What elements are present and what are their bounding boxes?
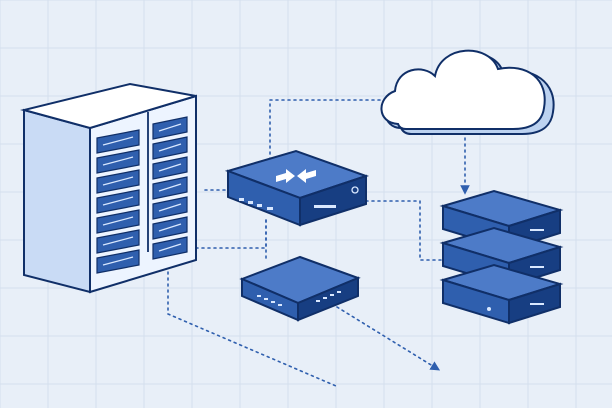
rack-drive-indicator xyxy=(158,243,182,252)
switch-to-bottom-link xyxy=(336,306,441,371)
rack-drive-indicator xyxy=(158,203,182,212)
connection-lines xyxy=(167,99,470,387)
rack-drive-indicator xyxy=(158,123,182,132)
rack-drive-indicator xyxy=(102,156,134,166)
rack-drive-indicator xyxy=(158,163,182,172)
rack-drive-indicator xyxy=(102,256,134,266)
rack-drive-indicator xyxy=(102,236,134,246)
rack-drive-indicator xyxy=(158,223,182,232)
rack-drive-indicator xyxy=(102,136,134,146)
server-stack-unit-bottom xyxy=(439,263,564,325)
rack-drive-indicator xyxy=(102,216,134,226)
server-rack-icon xyxy=(20,82,197,294)
cloud-icon xyxy=(380,49,555,135)
server-stack-icon xyxy=(439,189,564,325)
rack-drive-indicator xyxy=(102,176,134,186)
network-switch-icon xyxy=(239,255,361,322)
rack-drive-indicator xyxy=(102,196,134,206)
router-top-symbol xyxy=(276,169,316,183)
network-router-icon xyxy=(224,149,370,227)
rack-drive-indicator xyxy=(158,183,182,192)
router-to-stack-link xyxy=(365,200,443,261)
rack-drive-indicator xyxy=(158,143,182,152)
